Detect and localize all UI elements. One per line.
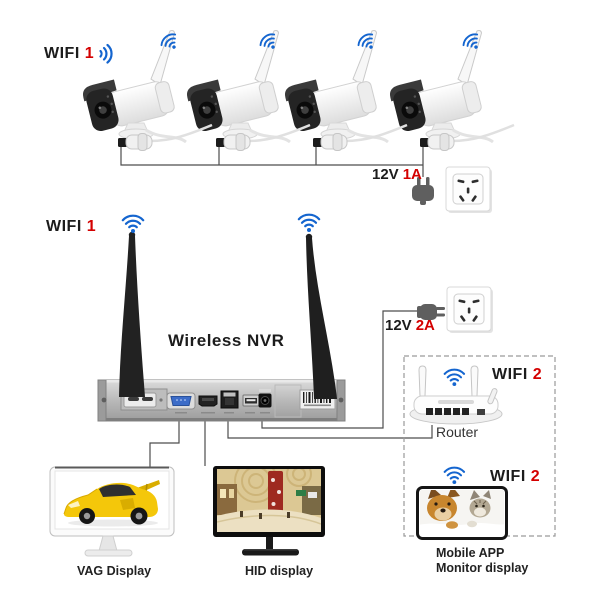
wifi1-nvr-label: WIFI 1 — [46, 219, 96, 235]
hid-display-label-text: HID display — [245, 564, 314, 578]
hid-monitor — [213, 466, 325, 556]
mobile-caption: Mobile APP Monitor display — [436, 546, 528, 576]
camera-power-bus-line — [120, 146, 424, 177]
vag-display-label: VAG Display — [77, 565, 151, 578]
current-text: 2A — [415, 317, 435, 334]
mall-image — [217, 469, 321, 532]
mobile-wifi-icon — [443, 466, 466, 486]
dog-cat-image — [420, 490, 504, 536]
hid-display-label: HID display — [245, 565, 313, 578]
vga-cable — [149, 421, 180, 467]
nvr-power-label: 12V 2A — [385, 318, 435, 333]
wall-outlet-2-icon — [446, 286, 494, 334]
mobile-caption-line1: Mobile APP — [436, 546, 505, 560]
vag-monitor — [49, 466, 175, 557]
router-label: Router — [436, 425, 478, 439]
nvr-power-cable — [261, 310, 419, 429]
nvr-wifi-icon-right — [297, 213, 321, 234]
car-image — [63, 480, 160, 527]
nvr-title: Wireless NVR — [168, 332, 284, 349]
router-label-text: Router — [436, 424, 479, 440]
mobile-tablet — [416, 486, 508, 540]
wifi2-router-label: WIFI 2 — [492, 367, 542, 383]
nvr-antenna-right — [306, 238, 337, 399]
nvr-wifi-icon-left — [121, 214, 145, 235]
wifi-number: 1 — [86, 218, 97, 235]
nvr-antenna-left — [119, 236, 145, 397]
wifi1-cameras-label: WIFI 1 — [44, 43, 113, 64]
nvr-dc-jack — [258, 389, 272, 408]
current-text: 1A — [402, 166, 422, 183]
voltage-text: 12V — [385, 317, 412, 334]
nvr-ethernet-port — [220, 390, 239, 409]
nvr-usb-port — [242, 394, 260, 407]
nvr-power-plug-icon — [417, 304, 445, 320]
wifi-word: WIFI — [492, 366, 528, 383]
wall-outlet-1-icon — [445, 166, 493, 214]
nvr-vga-port — [166, 392, 196, 410]
wifi-word: WIFI — [44, 44, 80, 62]
nvr-output-cables — [149, 310, 433, 467]
camera-power-label: 12V 1A — [372, 167, 422, 182]
wifi-word: WIFI — [490, 468, 526, 485]
ethernet-cable — [227, 421, 433, 439]
router-wifi-icon — [443, 368, 466, 388]
wifi2-mobile-label: WIFI 2 — [490, 469, 540, 485]
router-device — [409, 365, 503, 425]
wifi-number: 1 — [84, 44, 95, 62]
wifi-number: 2 — [530, 468, 541, 485]
nvr-title-text: Wireless NVR — [168, 331, 285, 350]
signal-waves-icon — [99, 43, 113, 64]
wifi2-zone-box — [403, 355, 556, 537]
mobile-caption-line2: Monitor display — [436, 561, 529, 575]
wifi-number: 2 — [532, 366, 543, 383]
vag-display-label-text: VAG Display — [77, 564, 152, 578]
nvr-hdmi-port — [198, 395, 218, 407]
voltage-text: 12V — [372, 166, 399, 183]
camera-power-plug-icon — [412, 177, 434, 205]
wifi-word: WIFI — [46, 218, 82, 235]
